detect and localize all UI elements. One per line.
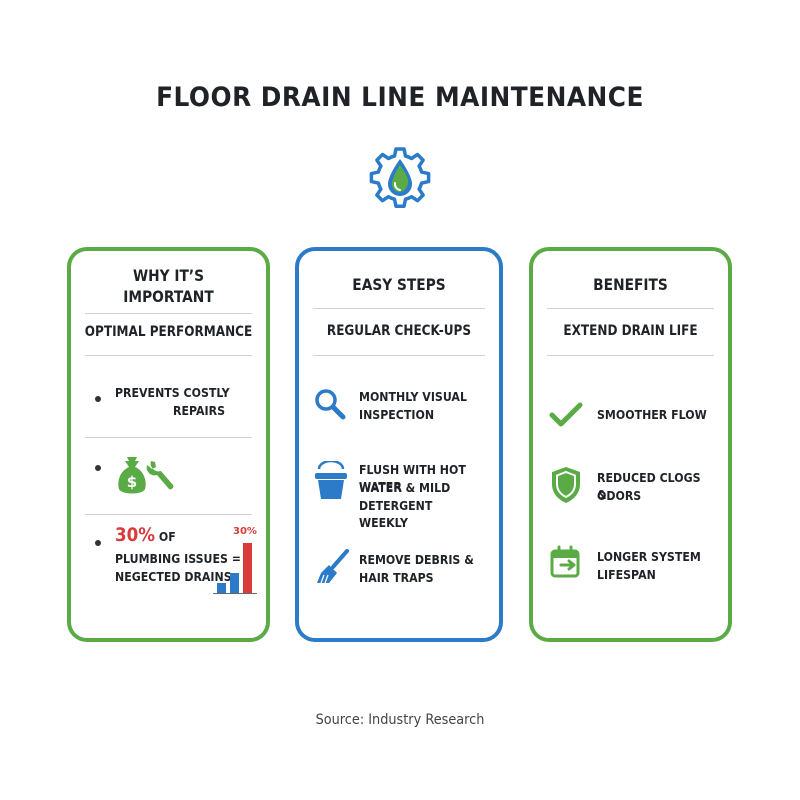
benefit-text: SMOOTHER FLOW [597, 407, 707, 422]
stat-line2: PLUMBING ISSUES = [115, 551, 241, 566]
stat-of: OF [158, 529, 176, 544]
card-title-line2: IMPORTANT [123, 287, 214, 306]
step-text: HAIR TRAPS [359, 570, 434, 585]
money-bag-wrench-icon: $ [118, 457, 174, 494]
bullet [95, 465, 101, 471]
calendar-arrow-icon [550, 545, 580, 578]
stat-line3: NEGECTED DRAINS [115, 569, 232, 584]
svg-text:$: $ [127, 473, 137, 491]
stat-percent: 30% [115, 524, 156, 546]
step-text: MONTHLY VISUAL [359, 389, 467, 404]
stat-line1: 30% OF [115, 524, 176, 546]
card-title: EASY STEPS [352, 275, 446, 294]
brush-icon [317, 549, 349, 584]
chart-label: 30% [233, 526, 257, 537]
bucket-icon [315, 461, 347, 499]
benefit-text: REDUCED CLOGS & [597, 470, 701, 502]
step-text: FLUSH WITH HOT WATER [359, 462, 466, 494]
checkmark-icon [549, 402, 583, 427]
step-text: DETERGENT WEEKLY [359, 498, 433, 530]
magnifier-icon [315, 389, 346, 420]
item-text: REPAIRS [173, 403, 226, 418]
card-why-important: WHY IT’S IMPORTANT OPTIMAL PERFORMANCE P… [67, 247, 270, 642]
benefit-text: LIFESPAN [597, 567, 656, 582]
benefit-text: LONGER SYSTEM [597, 549, 701, 564]
card-benefits: BENEFITS EXTEND DRAIN LIFE SMOOTHER FLOW… [529, 247, 732, 642]
page-title: FLOOR DRAIN LINE MAINTENANCE [156, 82, 644, 113]
item-text: PREVENTS COSTLY [115, 385, 230, 400]
card-subtitle: OPTIMAL PERFORMANCE [84, 324, 253, 340]
benefit-text: ODORS [597, 488, 642, 503]
bar-chart-icon [213, 543, 257, 594]
card-subtitle: EXTEND DRAIN LIFE [563, 323, 698, 339]
shield-icon [552, 467, 580, 503]
bullet [95, 540, 101, 546]
card-title: BENEFITS [593, 275, 668, 294]
bullet [95, 396, 101, 402]
card-easy-steps: EASY STEPS REGULAR CHECK-UPS MONTHLY VIS… [295, 247, 503, 642]
step-text: REMOVE DEBRIS & [359, 552, 474, 567]
card-subtitle: REGULAR CHECK-UPS [326, 323, 472, 339]
step-text: INSPECTION [359, 407, 435, 422]
source-note: Source: Industry Research [315, 712, 485, 728]
card-title-line1: WHY IT’S [132, 266, 205, 285]
step-text: WATER & MILD [359, 480, 451, 495]
gear-drop-logo-icon [369, 147, 431, 208]
